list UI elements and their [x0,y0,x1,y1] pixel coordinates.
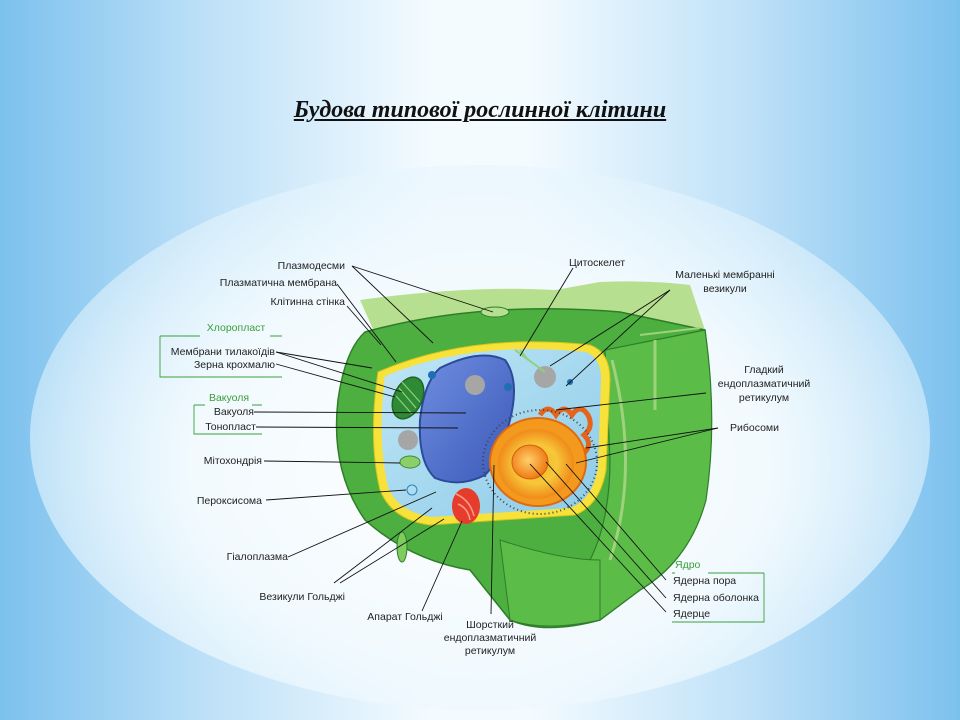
vacuole [418,354,515,484]
label-rough-er-3: ретикулум [465,645,515,657]
label-nucleus-group: Ядро [675,559,701,571]
label-vacuole: Вакуоля [214,406,254,418]
label-nuclear-envelope: Ядерна оболонка [673,592,759,604]
plasmodesma [480,306,510,318]
thylakoids [395,381,421,415]
label-vacuole-group: Вакуоля [209,392,249,404]
label-tonoplast: Тонопласт [205,421,256,433]
label-mitochondrion: Мітохондрія [204,455,262,467]
label-plasmodesmata: Плазмодесми [278,260,345,272]
label-chloroplast-group: Хлоропласт [207,322,266,334]
label-nuclear-pore: Ядерна пора [673,575,736,587]
granule [398,430,418,450]
label-smooth-er-1: Гладкий [744,364,784,376]
label-small-vesicles-2: везикули [703,283,747,295]
label-smooth-er-2: ендоплазматичний [718,378,811,390]
wall-edge [639,327,701,336]
page-title: Будова типової рослинної клітини [293,97,667,123]
label-smooth-er-3: ретикулум [739,392,789,404]
granule [534,366,556,388]
label-peroxisome: Пероксисома [197,495,262,507]
rough-er [482,409,598,515]
smooth-er [537,406,593,457]
nucleus [489,417,587,507]
vesicle [504,383,512,391]
cell-wall-bottom-face [499,539,601,627]
leader-lines [253,265,719,615]
label-thylakoid-membranes: Мембрани тилакоїдів [171,346,276,358]
group-boxes [159,335,765,623]
mitochondrion [399,455,421,469]
label-small-vesicles-1: Маленькі мембранні [675,269,775,281]
label-rough-er-2: ендоплазматичний [444,632,537,644]
label-nucleolus: Ядерце [673,608,710,620]
label-ribosomes: Рибосоми [730,422,779,434]
golgi-apparatus [452,488,480,524]
granule [465,375,485,395]
label-rough-er-1: Шорсткий [466,619,514,631]
label-golgi-apparatus: Апарат Гольджі [367,611,442,623]
label-cell-wall: Клітинна стінка [271,296,346,308]
label-plasma-membrane: Плазматична мембрана [220,277,337,289]
label-cytoskeleton: Цитоскелет [569,257,625,269]
label-starch-grains: Зерна крохмалю [194,359,275,371]
label-cytosol: Гіалоплазма [227,551,289,563]
peroxisome [406,484,418,496]
cytoskeleton [514,349,546,373]
vesicle [428,371,436,379]
wall-pit [396,531,408,563]
label-golgi-vesicles: Везикули Гольджі [259,591,345,603]
